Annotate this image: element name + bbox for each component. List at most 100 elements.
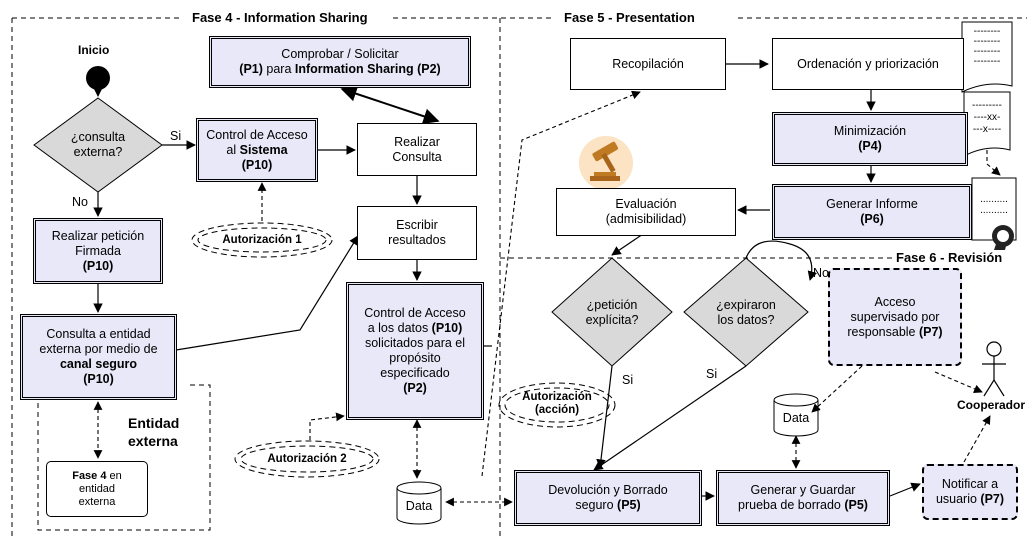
decision-expiraron: ¿expiraron los datos? bbox=[700, 298, 792, 328]
solid-connectors bbox=[93, 59, 921, 501]
phase-title-fase4: Fase 4 - Information Sharing bbox=[188, 10, 372, 26]
decision-consulta: ¿consulta externa? bbox=[54, 130, 142, 160]
box-realizar-peticion-line2: Firmada bbox=[75, 243, 121, 258]
box-minimizacion: Minimización (P4) bbox=[772, 112, 968, 166]
box-devolucion-line2: seguro (P5) bbox=[575, 498, 641, 512]
start-label: Inicio bbox=[78, 43, 110, 57]
box-control-sistema-line1: Control de Acceso bbox=[206, 127, 308, 142]
actor-cooperador-label: Cooperador bbox=[957, 398, 1026, 412]
authorization-accion: Autorización (acción) bbox=[514, 391, 600, 417]
authorization-1: Autorización 1 bbox=[222, 234, 302, 246]
box-generar-informe: Generar Informe (P6) bbox=[772, 184, 972, 240]
edge-label-si-2: Si bbox=[622, 373, 634, 387]
box-consulta-entidad-line4: (P10) bbox=[83, 372, 114, 386]
data-store-2-shape bbox=[773, 393, 819, 437]
authorization-2: Autorización 2 bbox=[267, 453, 347, 465]
entidad-externa-frame bbox=[37, 384, 211, 531]
box-realizar-consulta: Realizar Consulta bbox=[357, 123, 477, 176]
box-evaluacion: Evaluación (admisibilidad) bbox=[556, 188, 736, 236]
box-control-acceso-sistema: Control de Acceso al Sistema (P10) bbox=[196, 118, 318, 182]
box-escribir-resultados: Escribir resultados bbox=[357, 206, 477, 260]
box-control-datos-line3: solicitados para el bbox=[364, 336, 466, 350]
decision-peticion-line1: ¿petición bbox=[586, 298, 638, 312]
box-generar-guardar: Generar y Guardar prueba de borrado (P5) bbox=[716, 470, 890, 526]
box-control-datos-line6: (P2) bbox=[403, 381, 427, 395]
dashed-connectors bbox=[93, 90, 1001, 507]
box-consulta-entidad-externa: Consulta a entidad externa por medio de … bbox=[20, 314, 177, 400]
box-escribir-line2: resultados bbox=[388, 233, 446, 247]
box-control-sistema-line2: al Sistema bbox=[226, 142, 288, 157]
box-ordenacion: Ordenación y priorización bbox=[772, 38, 964, 90]
edge-label-si-1: Si bbox=[170, 129, 182, 143]
document-3: .......... .......... bbox=[972, 194, 1016, 216]
decision-consulta-line2: externa? bbox=[73, 145, 123, 159]
data-store-1-shape bbox=[396, 481, 442, 525]
document-2: --------- ----xx- ---x---- bbox=[964, 100, 1010, 136]
box-recopilacion-line1: Recopilación bbox=[612, 56, 684, 71]
box-ordenacion-line1: Ordenación y priorización bbox=[797, 56, 939, 71]
box-minimizacion-line1: Minimización bbox=[833, 124, 907, 138]
data-store-2: Data bbox=[782, 411, 810, 425]
box-comprobar-solicitar: Comprobar / Solicitar (P1) para Informat… bbox=[209, 36, 471, 88]
document-2-line3: ---x---- bbox=[972, 124, 1002, 135]
box-comprobar-line1: Comprobar / Solicitar bbox=[281, 47, 399, 61]
decision-consulta-line1: ¿consulta bbox=[70, 130, 126, 144]
box-devolucion-line1: Devolución y Borrado bbox=[548, 483, 668, 497]
gavel-icon bbox=[579, 136, 633, 190]
box-control-datos-line2: a los datos (P10) bbox=[367, 321, 463, 335]
box-control-acceso-datos: Control de Acceso a los datos (P10) soli… bbox=[346, 282, 484, 420]
edge-label-no-2: No bbox=[813, 266, 829, 280]
box-realizar-peticion-line3: (P10) bbox=[82, 258, 114, 273]
phase-frames bbox=[11, 17, 1027, 538]
box-acceso-supervisado-line1: Acceso bbox=[874, 294, 916, 309]
document-1-shape bbox=[961, 21, 1013, 93]
box-generar-guardar-line2: prueba de borrado (P5) bbox=[738, 498, 868, 512]
box-realizar-consulta-line2: Consulta bbox=[392, 149, 442, 164]
document-2-line1: --------- bbox=[972, 100, 1002, 111]
decision-peticion: ¿petición explícita? bbox=[566, 298, 658, 328]
box-acceso-supervisado-line3: responsable (P7) bbox=[847, 324, 943, 339]
box-notificar-usuario: Notificar a usuario (P7) bbox=[922, 464, 1018, 520]
box-control-datos-line4: propósito bbox=[389, 351, 441, 365]
entidad-externa-line1: Entidad bbox=[128, 415, 180, 431]
document-1-line3: -------- bbox=[973, 46, 1001, 57]
document-1-line2: -------- bbox=[973, 36, 1001, 47]
authorization-ellipses bbox=[191, 222, 616, 478]
box-comprobar-line2: (P1) para Information Sharing (P2) bbox=[239, 62, 441, 76]
document-1: -------- -------- -------- -------- bbox=[964, 27, 1010, 67]
entidad-externa-label: Entidad externa bbox=[128, 414, 179, 450]
document-1-line1: -------- bbox=[973, 26, 1001, 37]
document-3-shape bbox=[971, 177, 1017, 241]
box-minimizacion-line2: (P4) bbox=[858, 139, 882, 153]
box-control-sistema-line3: (P10) bbox=[241, 157, 273, 172]
box-fase4-ext-line3: externa bbox=[78, 495, 116, 508]
box-control-datos-line5: especificado bbox=[380, 366, 450, 380]
box-realizar-consulta-line1: Realizar bbox=[394, 134, 440, 149]
box-devolucion-borrado: Devolución y Borrado seguro (P5) bbox=[514, 470, 702, 526]
box-recopilacion: Recopilación bbox=[570, 38, 726, 90]
box-acceso-supervisado: Acceso supervisado por responsable (P7) bbox=[828, 268, 962, 366]
box-generar-informe-line1: Generar Informe bbox=[826, 197, 918, 211]
phase-title-fase5: Fase 5 - Presentation bbox=[560, 10, 699, 26]
decision-peticion-line2: explícita? bbox=[585, 313, 639, 327]
edge-label-si-3: Si bbox=[706, 367, 718, 381]
box-consulta-entidad-line2: externa por medio de bbox=[39, 342, 158, 356]
box-evaluacion-line1: Evaluación bbox=[615, 197, 677, 211]
box-consulta-entidad-line3: canal seguro bbox=[59, 357, 138, 371]
authorization-accion-line2: (acción) bbox=[534, 404, 580, 416]
decision-expiraron-line1: ¿expiraron bbox=[716, 298, 776, 312]
document-1-line4: -------- bbox=[973, 56, 1001, 67]
box-generar-informe-line2: (P6) bbox=[860, 212, 884, 226]
box-fase4-ext-line1: Fase 4 en bbox=[72, 469, 122, 482]
box-generar-guardar-line1: Generar y Guardar bbox=[750, 483, 856, 497]
box-escribir-line1: Escribir bbox=[396, 218, 438, 232]
start-node bbox=[86, 66, 110, 90]
box-consulta-entidad-line1: Consulta a entidad bbox=[46, 327, 151, 341]
box-notificar-line1: Notificar a bbox=[941, 477, 999, 491]
box-acceso-supervisado-line2: supervisado por bbox=[850, 309, 940, 324]
entidad-externa-line2: externa bbox=[128, 433, 178, 449]
authorization-accion-line1: Autorización bbox=[522, 391, 592, 403]
box-fase4-entidad-externa: Fase 4 en entidad externa bbox=[46, 461, 148, 517]
